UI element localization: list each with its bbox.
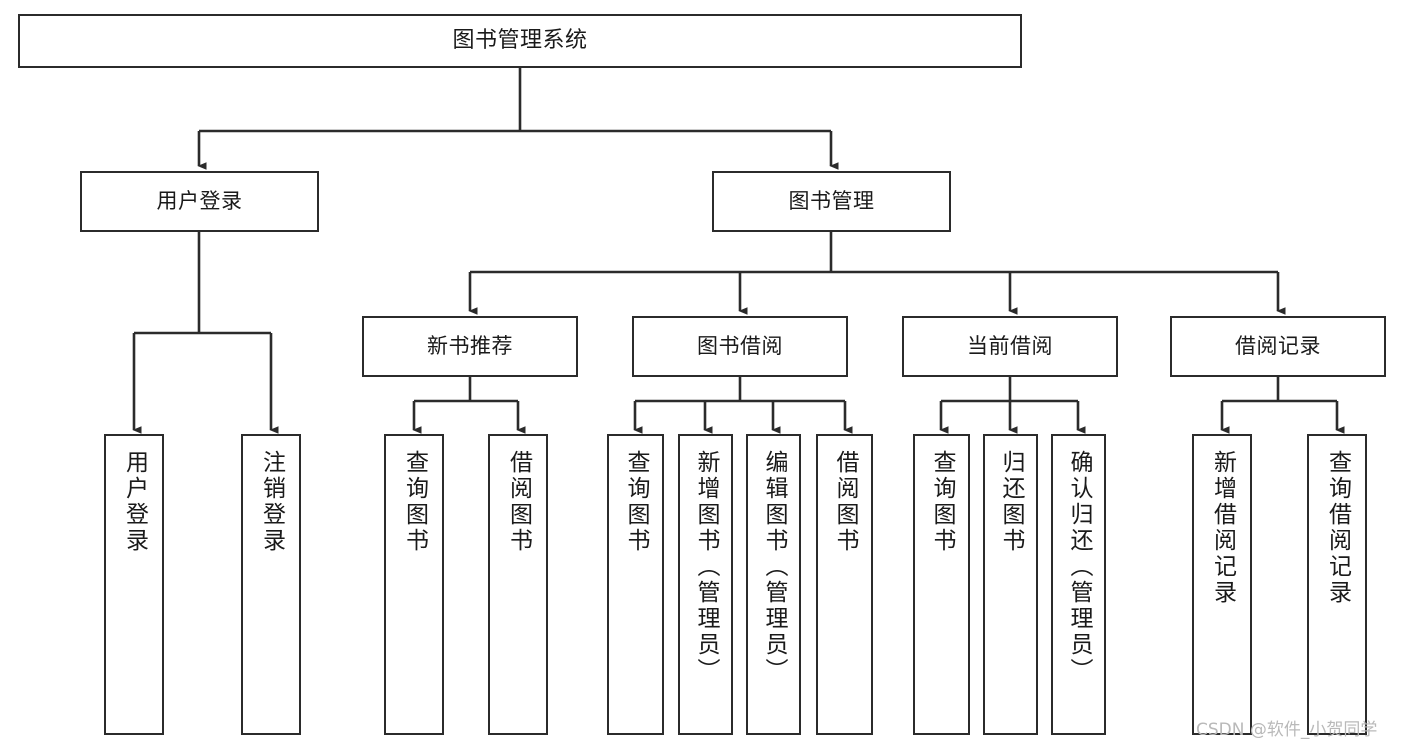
node-leaf-add-record-label: 新增借阅记录 xyxy=(1209,450,1236,606)
node-leaf-user-login[interactable]: 用户登录 xyxy=(104,434,164,735)
node-leaf-query-record[interactable]: 查询借阅记录 xyxy=(1307,434,1367,735)
node-leaf-query-book-2-label: 查询图书 xyxy=(623,450,649,554)
node-book-manage[interactable]: 图书管理 xyxy=(712,171,951,232)
node-leaf-query-book-3-label: 查询图书 xyxy=(929,450,955,554)
node-book-borrow-label: 图书借阅 xyxy=(697,334,783,359)
node-new-book-recommend-label: 新书推荐 xyxy=(427,334,513,359)
node-leaf-add-book-label: 新增图书（管理员） xyxy=(693,450,719,684)
node-borrow-record[interactable]: 借阅记录 xyxy=(1170,316,1386,377)
node-current-borrow[interactable]: 当前借阅 xyxy=(902,316,1118,377)
node-leaf-query-book-2[interactable]: 查询图书 xyxy=(607,434,664,735)
node-leaf-logout[interactable]: 注销登录 xyxy=(241,434,301,735)
node-leaf-add-book[interactable]: 新增图书（管理员） xyxy=(678,434,733,735)
node-leaf-borrow-book-2-label: 借阅图书 xyxy=(832,450,858,554)
node-leaf-query-book-3[interactable]: 查询图书 xyxy=(913,434,970,735)
node-current-borrow-label: 当前借阅 xyxy=(967,334,1053,359)
node-book-borrow[interactable]: 图书借阅 xyxy=(632,316,848,377)
node-borrow-record-label: 借阅记录 xyxy=(1235,334,1321,359)
node-leaf-logout-label: 注销登录 xyxy=(258,450,285,554)
node-leaf-user-login-label: 用户登录 xyxy=(121,450,148,554)
node-leaf-return-book[interactable]: 归还图书 xyxy=(983,434,1038,735)
node-leaf-edit-book-label: 编辑图书（管理员） xyxy=(761,450,787,684)
node-root[interactable]: 图书管理系统 xyxy=(18,14,1022,68)
node-leaf-borrow-book-1[interactable]: 借阅图书 xyxy=(488,434,548,735)
node-leaf-add-record[interactable]: 新增借阅记录 xyxy=(1192,434,1252,735)
node-leaf-return-book-label: 归还图书 xyxy=(998,450,1024,554)
node-book-manage-label: 图书管理 xyxy=(788,189,875,214)
node-leaf-query-book-1[interactable]: 查询图书 xyxy=(384,434,444,735)
node-leaf-confirm-return-label: 确认归还（管理员） xyxy=(1066,450,1092,684)
node-user-login[interactable]: 用户登录 xyxy=(80,171,319,232)
csdn-watermark: CSDN @软件_小贺同学 xyxy=(1196,720,1378,740)
node-leaf-confirm-return[interactable]: 确认归还（管理员） xyxy=(1051,434,1106,735)
node-leaf-query-record-label: 查询借阅记录 xyxy=(1324,450,1351,606)
node-root-label: 图书管理系统 xyxy=(452,28,588,54)
node-user-login-label: 用户登录 xyxy=(156,189,243,214)
node-leaf-edit-book[interactable]: 编辑图书（管理员） xyxy=(746,434,801,735)
node-leaf-borrow-book-1-label: 借阅图书 xyxy=(505,450,532,554)
node-leaf-query-book-1-label: 查询图书 xyxy=(401,450,428,554)
node-new-book-recommend[interactable]: 新书推荐 xyxy=(362,316,578,377)
node-leaf-borrow-book-2[interactable]: 借阅图书 xyxy=(816,434,873,735)
